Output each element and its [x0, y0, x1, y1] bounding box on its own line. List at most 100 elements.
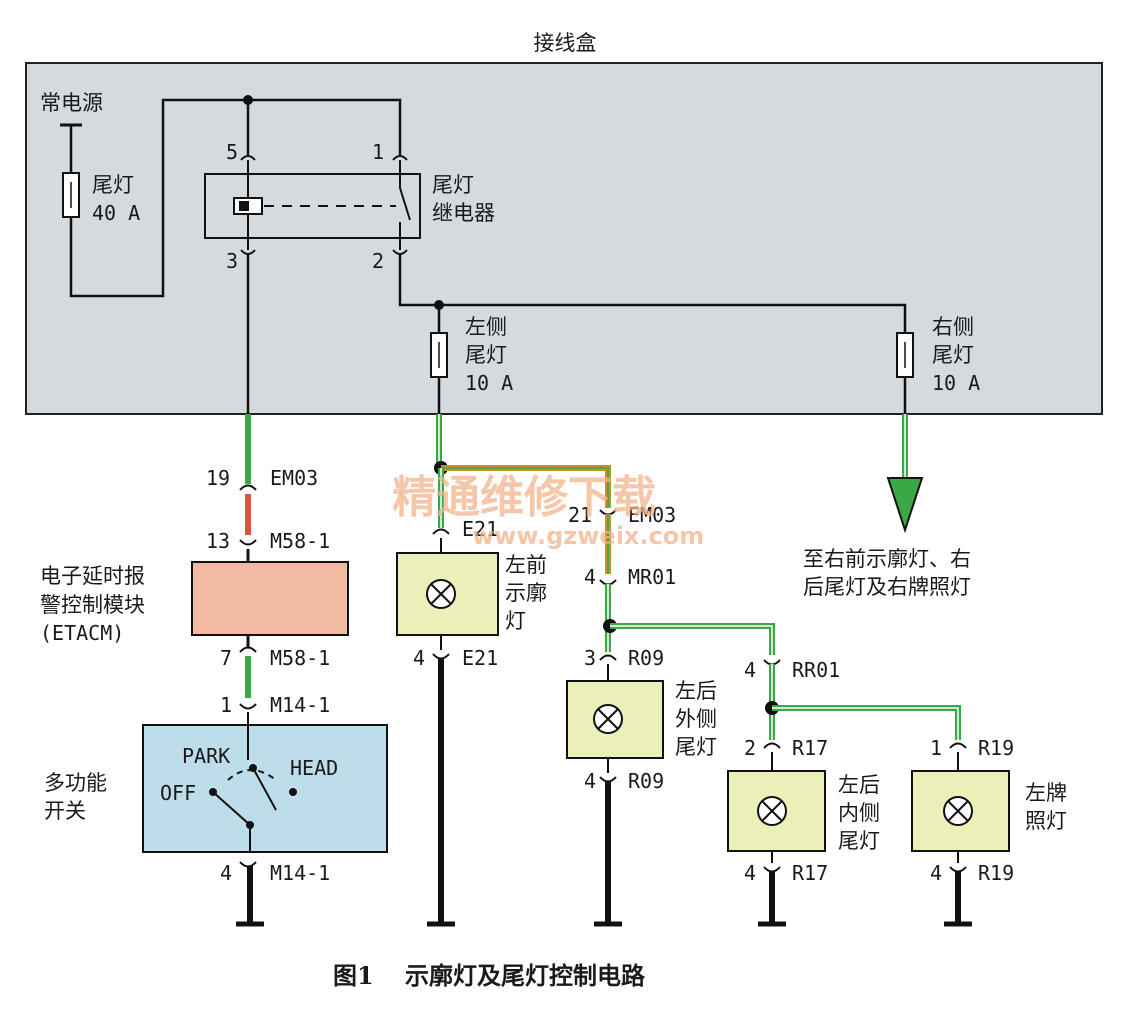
- lamp-rear-outer-line3: 尾灯: [675, 735, 717, 759]
- relay-box: [204, 173, 421, 239]
- connector-r17-bottom: [763, 866, 781, 873]
- relay-pin-1: 1: [372, 140, 384, 164]
- mr01-name: MR01: [628, 565, 676, 589]
- r09-top-name: R09: [628, 646, 664, 670]
- bulb-cross: [430, 583, 452, 605]
- fuse-left-line2: 尾灯: [465, 343, 507, 367]
- pin-5-connector: [240, 155, 256, 161]
- e21-bot-pin: 4: [413, 646, 425, 670]
- lamp-front-left-line1: 左前: [505, 553, 547, 577]
- switch-label-line2: 开关: [44, 799, 86, 823]
- bulb-cross: [597, 708, 619, 730]
- mr01-pin: 4: [584, 565, 596, 589]
- wire-stripe: [772, 707, 959, 740]
- r19-bot-pin: 4: [930, 861, 942, 885]
- r17-bot-pin: 4: [744, 861, 756, 885]
- connector-m58-13: [239, 539, 257, 546]
- relay-contact-arm: [399, 187, 411, 221]
- lamp-front-left-line3: 灯: [505, 609, 526, 633]
- m14-1-pin: 1: [220, 693, 232, 717]
- m14-4-name: M14-1: [270, 861, 330, 885]
- fuse-right-rating: 10 A: [932, 371, 980, 395]
- m14-1-name: M14-1: [270, 693, 330, 717]
- fuse-main-rating: 40 A: [92, 201, 140, 225]
- relay-pin-3: 3: [226, 249, 238, 273]
- r09-bot-pin: 4: [584, 769, 596, 793]
- switch-arc: [227, 769, 277, 781]
- relay-label-line2: 继电器: [432, 201, 495, 225]
- figure-number: 图1: [333, 961, 374, 990]
- junction-box-title: 接线盒: [534, 31, 597, 55]
- connector-m14-1: [239, 703, 257, 710]
- relay-pin-5: 5: [226, 140, 238, 164]
- lamp-rear-outer-line1: 左后: [675, 679, 717, 703]
- lamp-rear-outer-line2: 外侧: [675, 707, 717, 731]
- relay-pin-2: 2: [372, 249, 384, 273]
- battery-label: 常电源: [40, 91, 103, 115]
- wire-fuse-to-relay: [69, 98, 402, 298]
- connector-rr01: [763, 659, 781, 666]
- connector-mr01: [599, 579, 617, 586]
- etacm-line2: 警控制模块: [40, 593, 145, 617]
- pin-1-connector: [392, 155, 408, 161]
- etacm-line1: 电子延时报: [40, 564, 145, 588]
- m58-13-name: M58-1: [270, 529, 330, 553]
- watermark-title: 精通维修下载: [392, 472, 656, 523]
- e21-bot-name: E21: [462, 646, 498, 670]
- bulb-cross: [947, 800, 969, 822]
- switch-off: OFF: [160, 781, 196, 805]
- em03-19-pin: 19: [206, 466, 230, 490]
- connector-m14-4: [239, 861, 257, 868]
- etacm-line3: (ETACM): [40, 621, 124, 645]
- wire-stripe: [610, 625, 773, 655]
- connector-r09-bottom: [599, 776, 617, 783]
- r19-top-name: R19: [978, 736, 1014, 760]
- fuse-main-name: 尾灯: [92, 173, 134, 197]
- lamp-rear-inner-line3: 尾灯: [838, 829, 880, 853]
- connector-m58-7: [239, 646, 257, 653]
- lamp-rear-inner-line1: 左后: [838, 773, 880, 797]
- lamp-plate-line2: 照灯: [1025, 809, 1067, 833]
- switch-contact-head: [289, 788, 297, 796]
- rr01-pin: 4: [744, 658, 756, 682]
- r17-top-name: R17: [792, 736, 828, 760]
- connector-r19-bottom: [949, 866, 967, 873]
- r09-top-pin: 3: [584, 646, 596, 670]
- connector-r09-top: [599, 654, 617, 661]
- etacm-module: [191, 561, 349, 636]
- arrow-down-icon: [886, 477, 924, 534]
- fuse-left-line1: 左侧: [465, 315, 507, 339]
- em03-21-pin: 21: [568, 503, 592, 527]
- fuse-right-line1: 右侧: [932, 315, 974, 339]
- right-note-line1: 至右前示廓灯、右: [803, 547, 971, 571]
- connector-r17-top: [763, 742, 781, 749]
- fuse-left-rating: 10 A: [465, 371, 513, 395]
- em03-21-name: EM03: [628, 503, 676, 527]
- connector-e21-bottom: [432, 653, 450, 660]
- r09-bot-name: R09: [628, 769, 664, 793]
- wire-relay-output: [398, 254, 907, 333]
- r17-top-pin: 2: [744, 736, 756, 760]
- m58-13-pin: 13: [206, 529, 230, 553]
- switch-park: PARK: [182, 744, 230, 768]
- rr01-name: RR01: [792, 658, 840, 682]
- e21-top-name: E21: [462, 517, 498, 541]
- wire-stripe: [441, 467, 609, 508]
- m14-4-pin: 4: [220, 861, 232, 885]
- em03-19-name: EM03: [270, 466, 318, 490]
- r17-bot-name: R17: [792, 861, 828, 885]
- figure-caption: 示廓灯及尾灯控制电路: [405, 961, 646, 990]
- relay-label-line1: 尾灯: [432, 173, 474, 197]
- switch-head: HEAD: [290, 756, 338, 780]
- m58-7-pin: 7: [220, 646, 232, 670]
- lamp-plate-line1: 左牌: [1025, 781, 1067, 805]
- switch-blade: [212, 791, 251, 826]
- switch-blade-head: [252, 767, 277, 811]
- relay-coil-core: [239, 201, 249, 211]
- m58-7-name: M58-1: [270, 646, 330, 670]
- lamp-rear-inner-line2: 内侧: [838, 801, 880, 825]
- r19-bot-name: R19: [978, 861, 1014, 885]
- connector-r19-top: [949, 742, 967, 749]
- bulb-cross: [761, 800, 783, 822]
